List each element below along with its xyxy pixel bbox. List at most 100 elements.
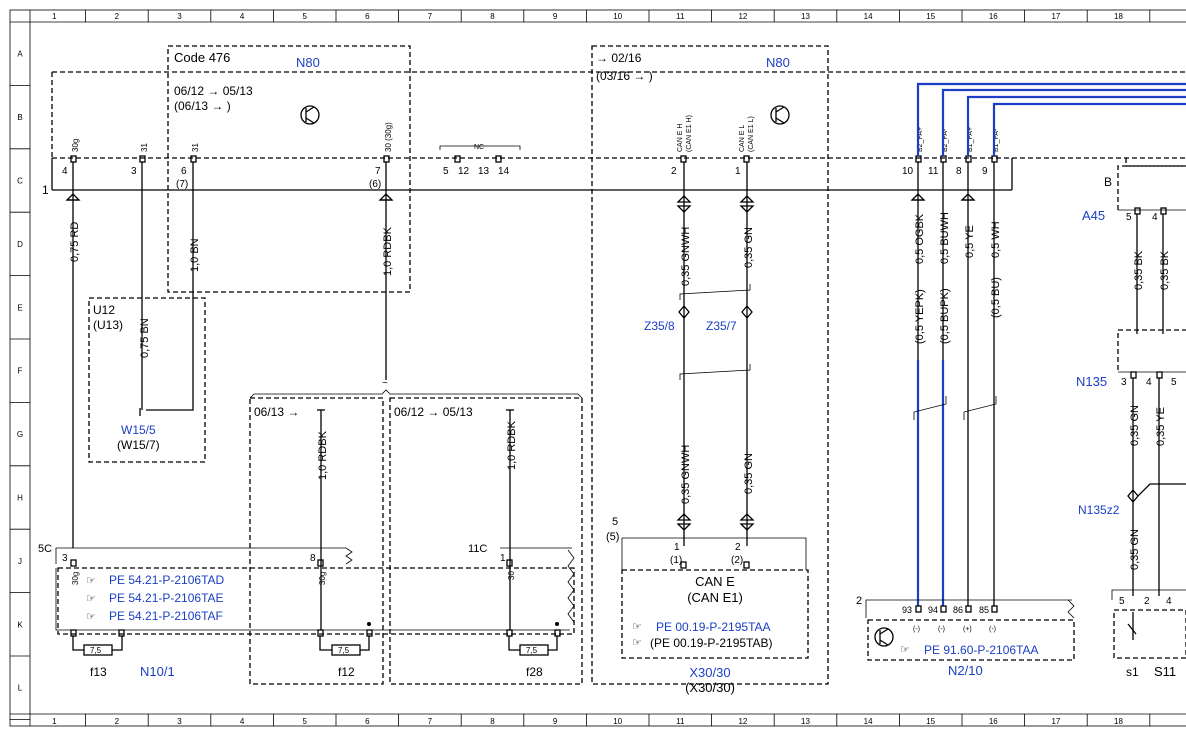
n10-1-fusebox: 5C 11C 3 8 1 30g 30g 30 ☞ PE 54.21-P-210… <box>38 543 575 679</box>
row-label: D <box>17 240 23 249</box>
can-wires: 0,35 GNWH 0,35 GN 0,35 GNWH 0,35 GN Z35/… <box>644 162 755 546</box>
fuse-f28-rating: 7,5 <box>526 646 538 655</box>
wire-label-bu: (0,5 BU) <box>990 277 1002 318</box>
column-label: 5 <box>302 717 307 726</box>
pin-5c: 5C <box>38 543 52 555</box>
pin-name-30g: 30g <box>71 139 80 152</box>
wire-label-buwh: 0,5 BUWH <box>939 212 951 264</box>
n80-right-title[interactable]: N80 <box>766 55 790 70</box>
column-label: 2 <box>115 717 120 726</box>
column-label: 15 <box>926 717 935 726</box>
wire-label-ye2: 0,35 YE <box>1155 407 1167 446</box>
fuse-f28-id: f28 <box>526 665 543 679</box>
wire-label-gn4: 0,35 GN <box>1129 529 1141 570</box>
x30-p2: 2 <box>735 542 741 553</box>
n2-pin-93: 93 <box>902 605 912 615</box>
transistor-icon <box>874 627 894 647</box>
row-label: G <box>17 430 23 439</box>
right-partial-modules: B A45 5 4 0,35 BK 0,35 BK N135 3 4 5 0,3… <box>1076 158 1186 679</box>
pin-name-31a: 31 <box>140 143 149 152</box>
fuse-ref-1-link[interactable]: PE 54.21-P-2106TAD <box>109 573 225 587</box>
n80-right-module: → 02/16 (03/16 → ) N80 <box>591 45 829 685</box>
wire-label-gnwh1: 0,35 GNWH <box>680 227 692 286</box>
x30-connector: 5 (5) 1 (1) 2 (2) CAN E (CAN E1) ☞ PE 00… <box>606 516 809 695</box>
row-label: A <box>17 50 23 59</box>
group-a-label: 06/13 → <box>254 405 299 419</box>
pin-8: 8 <box>956 166 962 177</box>
x30-name-link[interactable]: X30/30 <box>689 665 730 680</box>
pin-name-b1fa-plus: B1_FA+ <box>967 127 974 152</box>
a45-pin-5: 5 <box>1126 212 1132 223</box>
pin-name-canh: CAN E H <box>677 124 684 152</box>
s11-label: S11 <box>1154 664 1176 679</box>
pin-name-b2fa-plus: B2_FA+ <box>917 127 924 152</box>
column-label: 8 <box>490 12 495 21</box>
fuse-ref-3-link[interactable]: PE 54.21-P-2106TAF <box>109 609 223 623</box>
column-label: 5 <box>302 12 307 21</box>
hand-pointer-icon: ☞ <box>86 575 96 587</box>
hand-pointer-icon: ☞ <box>900 644 910 656</box>
n2-10-link[interactable]: N2/10 <box>948 663 983 678</box>
nc-pin-14: 14 <box>498 166 510 177</box>
n10-1-link[interactable]: N10/1 <box>140 664 175 679</box>
row-label: B <box>17 113 22 122</box>
n80-left-date1: 06/12 → 05/13 <box>174 84 253 98</box>
x30-ref2: (PE 00.19-P-2195TAB) <box>650 636 773 650</box>
column-label: 15 <box>926 12 935 21</box>
column-label: 11 <box>676 12 685 21</box>
z35-7-link[interactable]: Z35/7 <box>706 319 737 333</box>
a45-link[interactable]: A45 <box>1082 208 1105 223</box>
n2-ref-link[interactable]: PE 91.60-P-2106TAA <box>924 643 1039 657</box>
z35-8-link[interactable]: Z35/8 <box>644 319 675 333</box>
wire-label-bn075: 0,75 BN <box>139 318 151 358</box>
n2-sign-1: (-) <box>913 626 920 633</box>
wire-label-rdbk3: 1,0 RDBK <box>506 420 518 470</box>
column-label: 16 <box>989 12 998 21</box>
row-label: H <box>17 494 23 503</box>
can-e1-title: (CAN E1) <box>687 590 743 605</box>
row-label: L <box>18 684 23 693</box>
wire-label-wh: 0,5 WH <box>990 221 1002 258</box>
blue-bus-lines <box>916 82 1186 156</box>
pin-name-canl: CAN E L <box>739 125 746 152</box>
n80-left-title[interactable]: N80 <box>296 55 320 70</box>
pin-7-alt: (6) <box>369 179 381 190</box>
n135-pin-3: 3 <box>1121 377 1127 388</box>
column-label: 1 <box>52 12 57 21</box>
fuse-30g2-label: 30g <box>318 572 327 585</box>
u12-alt: (U13) <box>93 318 123 332</box>
pin-9: 9 <box>982 166 988 177</box>
n135-link[interactable]: N135 <box>1076 374 1107 389</box>
nc-pin-5: 5 <box>443 166 449 177</box>
hand-pointer-icon: ☞ <box>632 637 642 649</box>
s-pin-2: 2 <box>1144 596 1150 607</box>
column-label: 17 <box>1051 717 1060 726</box>
x30-p2alt: (2) <box>731 555 743 566</box>
pin-3: 3 <box>131 166 137 177</box>
wire-label-bk1: 0,35 BK <box>1133 250 1145 290</box>
wire-label-gnwh2: 0,35 GNWH <box>680 445 692 504</box>
pin-name-canh-alt: (CAN E1 H) <box>686 115 693 152</box>
wire-label-ogbk: 0,5 OGBK <box>914 213 926 264</box>
w15-5-link[interactable]: W15/5 <box>121 423 156 437</box>
column-label: 11 <box>676 717 685 726</box>
pin-6-alt: (7) <box>176 179 188 190</box>
nc-pin-13: 13 <box>478 166 490 177</box>
n135z2-link[interactable]: N135z2 <box>1078 503 1120 517</box>
fuse-f28: 7,5 f28 <box>506 622 561 679</box>
pin-11c: 11C <box>468 543 487 555</box>
n135-pin-5: 5 <box>1171 377 1177 388</box>
n2-pin-85: 85 <box>979 605 989 615</box>
wire-label-yepk: (0,5 YEPK) <box>914 289 926 344</box>
fuse-ref-2-link[interactable]: PE 54.21-P-2106TAE <box>109 591 224 605</box>
column-label: 8 <box>490 717 495 726</box>
wire-label-rdbk: 1,0 RDBK <box>382 226 394 276</box>
pin-7: 7 <box>375 166 381 177</box>
column-label: 13 <box>801 717 810 726</box>
can-e-title: CAN E <box>695 574 735 589</box>
wire-label-rd: 0,75 RD <box>69 222 81 262</box>
x30-ref1-link[interactable]: PE 00.19-P-2195TAA <box>656 620 771 634</box>
n2-pin-94: 94 <box>928 605 938 615</box>
